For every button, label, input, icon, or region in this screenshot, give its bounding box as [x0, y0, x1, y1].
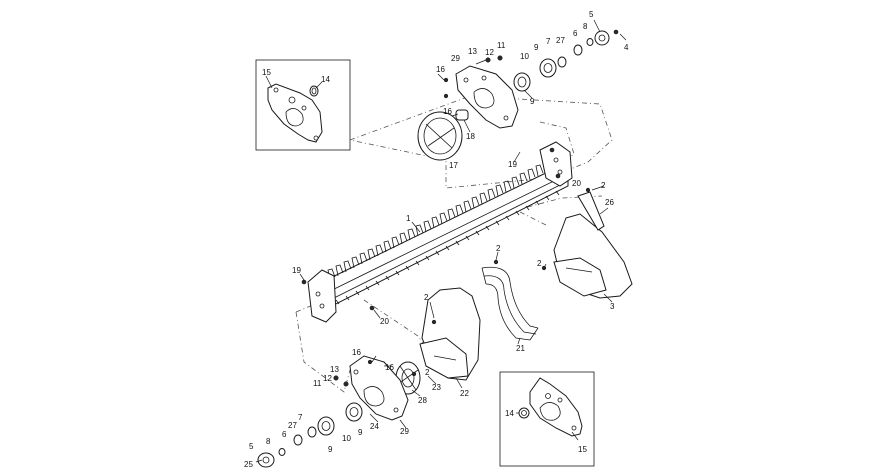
callout-27: 27	[556, 36, 565, 45]
inset-frame	[255, 59, 351, 151]
callout-9: 9	[328, 445, 333, 454]
left-end-bracket	[307, 269, 337, 323]
callout-8: 8	[583, 22, 588, 31]
callout-1: 1	[406, 214, 411, 223]
callout-9: 9	[534, 43, 539, 52]
callout-10: 10	[520, 52, 529, 61]
inset-bottom-right	[499, 371, 595, 467]
callout-13: 13	[468, 47, 477, 56]
callout-18: 18	[466, 132, 475, 141]
callout-12: 12	[485, 48, 494, 57]
inset-top-left	[255, 59, 351, 151]
callout-9: 9	[530, 97, 535, 106]
inset-frame-2	[499, 371, 595, 467]
callout-7: 7	[298, 413, 303, 422]
spring-blade	[577, 191, 605, 231]
callout-10: 10	[342, 434, 351, 443]
callout-2: 2	[601, 181, 606, 190]
callout-20: 20	[380, 317, 389, 326]
callout-11: 11	[313, 379, 322, 388]
callout-5: 5	[589, 10, 594, 19]
callout-6: 6	[282, 430, 287, 439]
callout-22: 22	[460, 389, 469, 398]
callout-15: 15	[578, 445, 587, 454]
callout-15: 15	[262, 68, 271, 77]
callout-12: 12	[323, 374, 332, 383]
right-shield	[553, 213, 633, 299]
cutter-bar	[307, 141, 573, 323]
leader-lines	[255, 19, 627, 463]
callout-26: 26	[605, 198, 614, 207]
lower-bearing-stack	[257, 402, 363, 468]
callout-16: 16	[352, 348, 361, 357]
callout-7: 7	[546, 37, 551, 46]
callout-8: 8	[266, 437, 271, 446]
callout-19: 19	[292, 266, 301, 275]
callout-labels: 5 4 8 6 27 7 9 10 9 29 13 12 11 16 16 18…	[244, 10, 629, 469]
callout-16: 16	[436, 65, 445, 74]
callout-14: 14	[505, 409, 514, 418]
callout-19: 19	[508, 160, 517, 169]
callout-25: 25	[244, 460, 253, 469]
callout-6: 6	[573, 29, 578, 38]
callout-16: 16	[385, 363, 394, 372]
callout-20: 20	[572, 179, 581, 188]
callout-21: 21	[516, 344, 525, 353]
callout-9: 9	[358, 428, 363, 437]
lower-shield	[419, 287, 481, 381]
callout-29: 29	[451, 54, 460, 63]
lower-side-plate	[349, 355, 409, 421]
callout-2: 2	[425, 368, 430, 377]
upper-drum	[417, 109, 469, 161]
callout-17: 17	[449, 161, 458, 170]
callout-2: 2	[496, 244, 501, 253]
callout-4: 4	[624, 43, 629, 52]
right-end-bracket	[539, 141, 573, 187]
bushing	[455, 109, 469, 121]
callout-27: 27	[288, 421, 297, 430]
callout-11: 11	[497, 41, 506, 50]
callout-3: 3	[610, 302, 615, 311]
callout-28: 28	[418, 396, 427, 405]
cutter-teeth	[327, 160, 552, 281]
belt	[481, 266, 539, 341]
callout-2: 2	[537, 259, 542, 268]
callout-29: 29	[400, 427, 409, 436]
callout-14: 14	[321, 75, 330, 84]
inset-plate-cutout	[285, 108, 304, 127]
upper-bearing-stack	[513, 29, 619, 92]
cutter-lower-teeth	[335, 190, 560, 305]
callout-2: 2	[424, 293, 429, 302]
callout-23: 23	[432, 383, 441, 392]
callout-16: 16	[443, 107, 452, 116]
callout-13: 13	[330, 365, 339, 374]
callout-5: 5	[249, 442, 254, 451]
callout-24: 24	[370, 422, 379, 431]
upper-side-plate	[455, 65, 519, 129]
